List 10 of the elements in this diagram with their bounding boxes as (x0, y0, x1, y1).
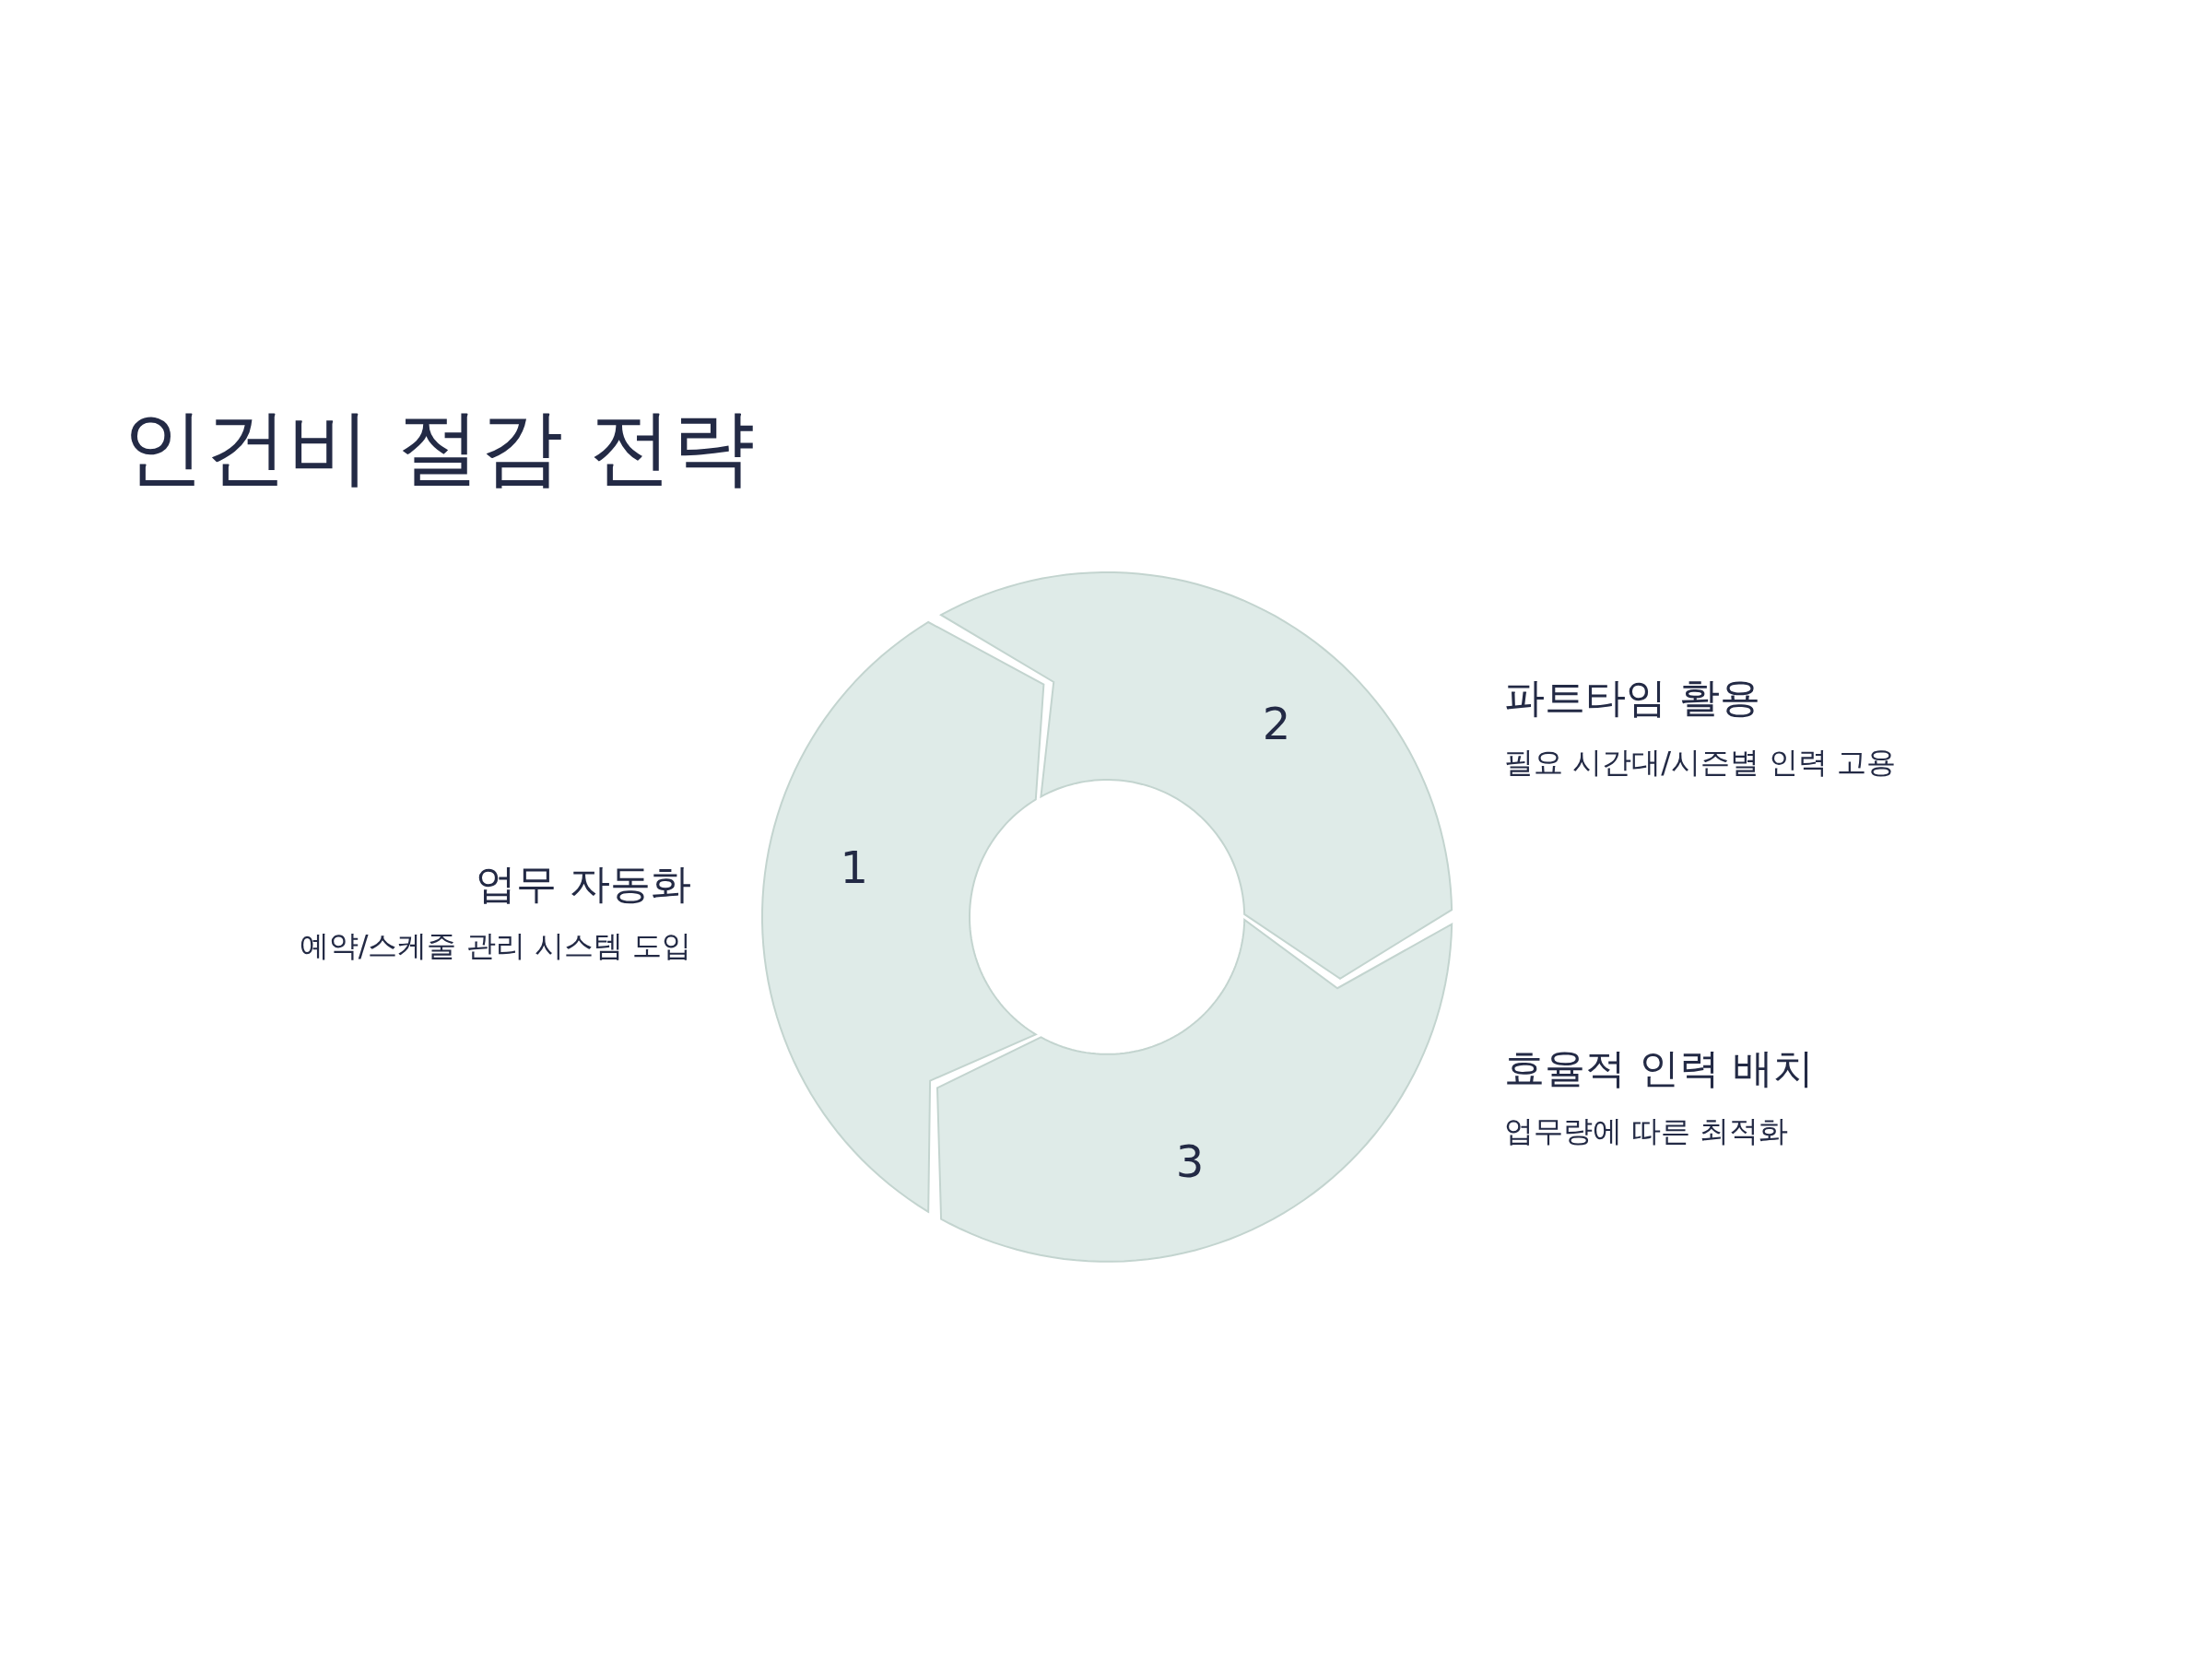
description-text: 예약/스케줄 관리 시스템 도입 (299, 927, 691, 965)
title: 인건비 절감 전략 (122, 397, 756, 497)
segment-number: 3 (1175, 1135, 1205, 1187)
description-text: 필요 시간대/시즌별 인력 고용 (1504, 744, 1897, 782)
segment-number: 1 (840, 841, 869, 893)
description-text: 업무량에 따른 최적화 (1504, 1112, 1789, 1150)
heading-text: 효율적 인력 배치 (1504, 1043, 1814, 1093)
heading-text: 파트타임 활용 (1504, 673, 1760, 723)
segment-number: 2 (1262, 697, 1291, 749)
heading-text: 업무 자동화 (476, 859, 691, 909)
